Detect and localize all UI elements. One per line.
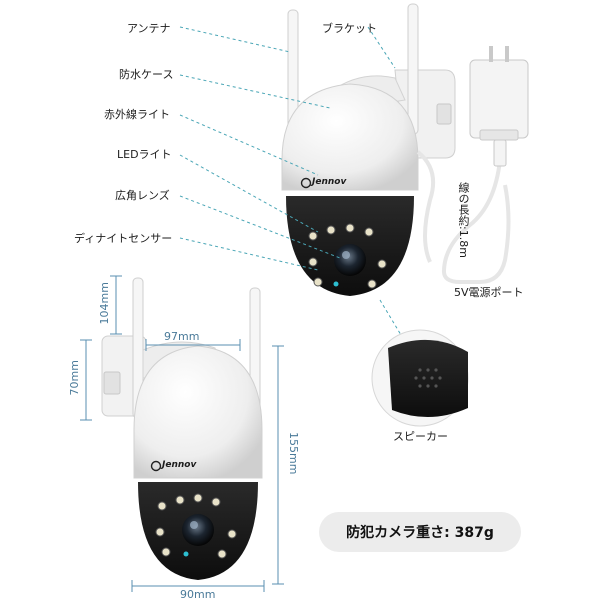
label-day-night-sensor: ディナイトセンサー: [74, 232, 173, 245]
dim-body-width: 90mm: [180, 588, 216, 601]
label-led-light: LEDライト: [117, 148, 172, 161]
power-adapter: [469, 46, 529, 141]
antenna-right: [407, 3, 419, 135]
label-bracket: ブラケット: [322, 22, 377, 35]
dim-body-height: 155mm: [287, 432, 300, 475]
label-speaker: スピーカー: [393, 430, 448, 443]
power-cable: [441, 159, 511, 284]
led-ring: [308, 223, 387, 289]
brand-text: Jennov: [312, 177, 347, 187]
bottom-camera: [101, 277, 263, 580]
label-infrared-light: 赤外線ライト: [104, 108, 170, 121]
dome-housing: [281, 83, 419, 191]
brand-logo-icon-bottom: [150, 460, 162, 472]
top-camera: [281, 3, 456, 296]
label-power-port: 5V電源ポート: [454, 286, 524, 299]
label-wide-angle-lens: 広角レンズ: [115, 189, 170, 202]
brand-logo-icon: [300, 177, 312, 189]
dim-bracket-width: 97mm: [164, 330, 200, 343]
main-lens-bottom: [182, 514, 214, 546]
dome-housing-bottom: [133, 345, 263, 479]
brand-text-bottom: Jennov: [162, 460, 197, 470]
dimension-lines: [80, 275, 284, 592]
weight-badge: 防犯カメラ重さ: 387g: [319, 512, 521, 552]
label-cable-length: 線の長約:1.8m: [457, 182, 470, 258]
main-lens: [334, 244, 366, 276]
usb-plug: [493, 139, 507, 167]
label-waterproof-case: 防水ケース: [119, 68, 174, 81]
speaker-inset: [371, 329, 469, 427]
dim-mount-height: 70mm: [68, 360, 81, 396]
day-night-sensor: [333, 281, 339, 287]
label-antenna: アンテナ: [127, 22, 171, 35]
dim-bracket-height: 104mm: [98, 282, 111, 325]
